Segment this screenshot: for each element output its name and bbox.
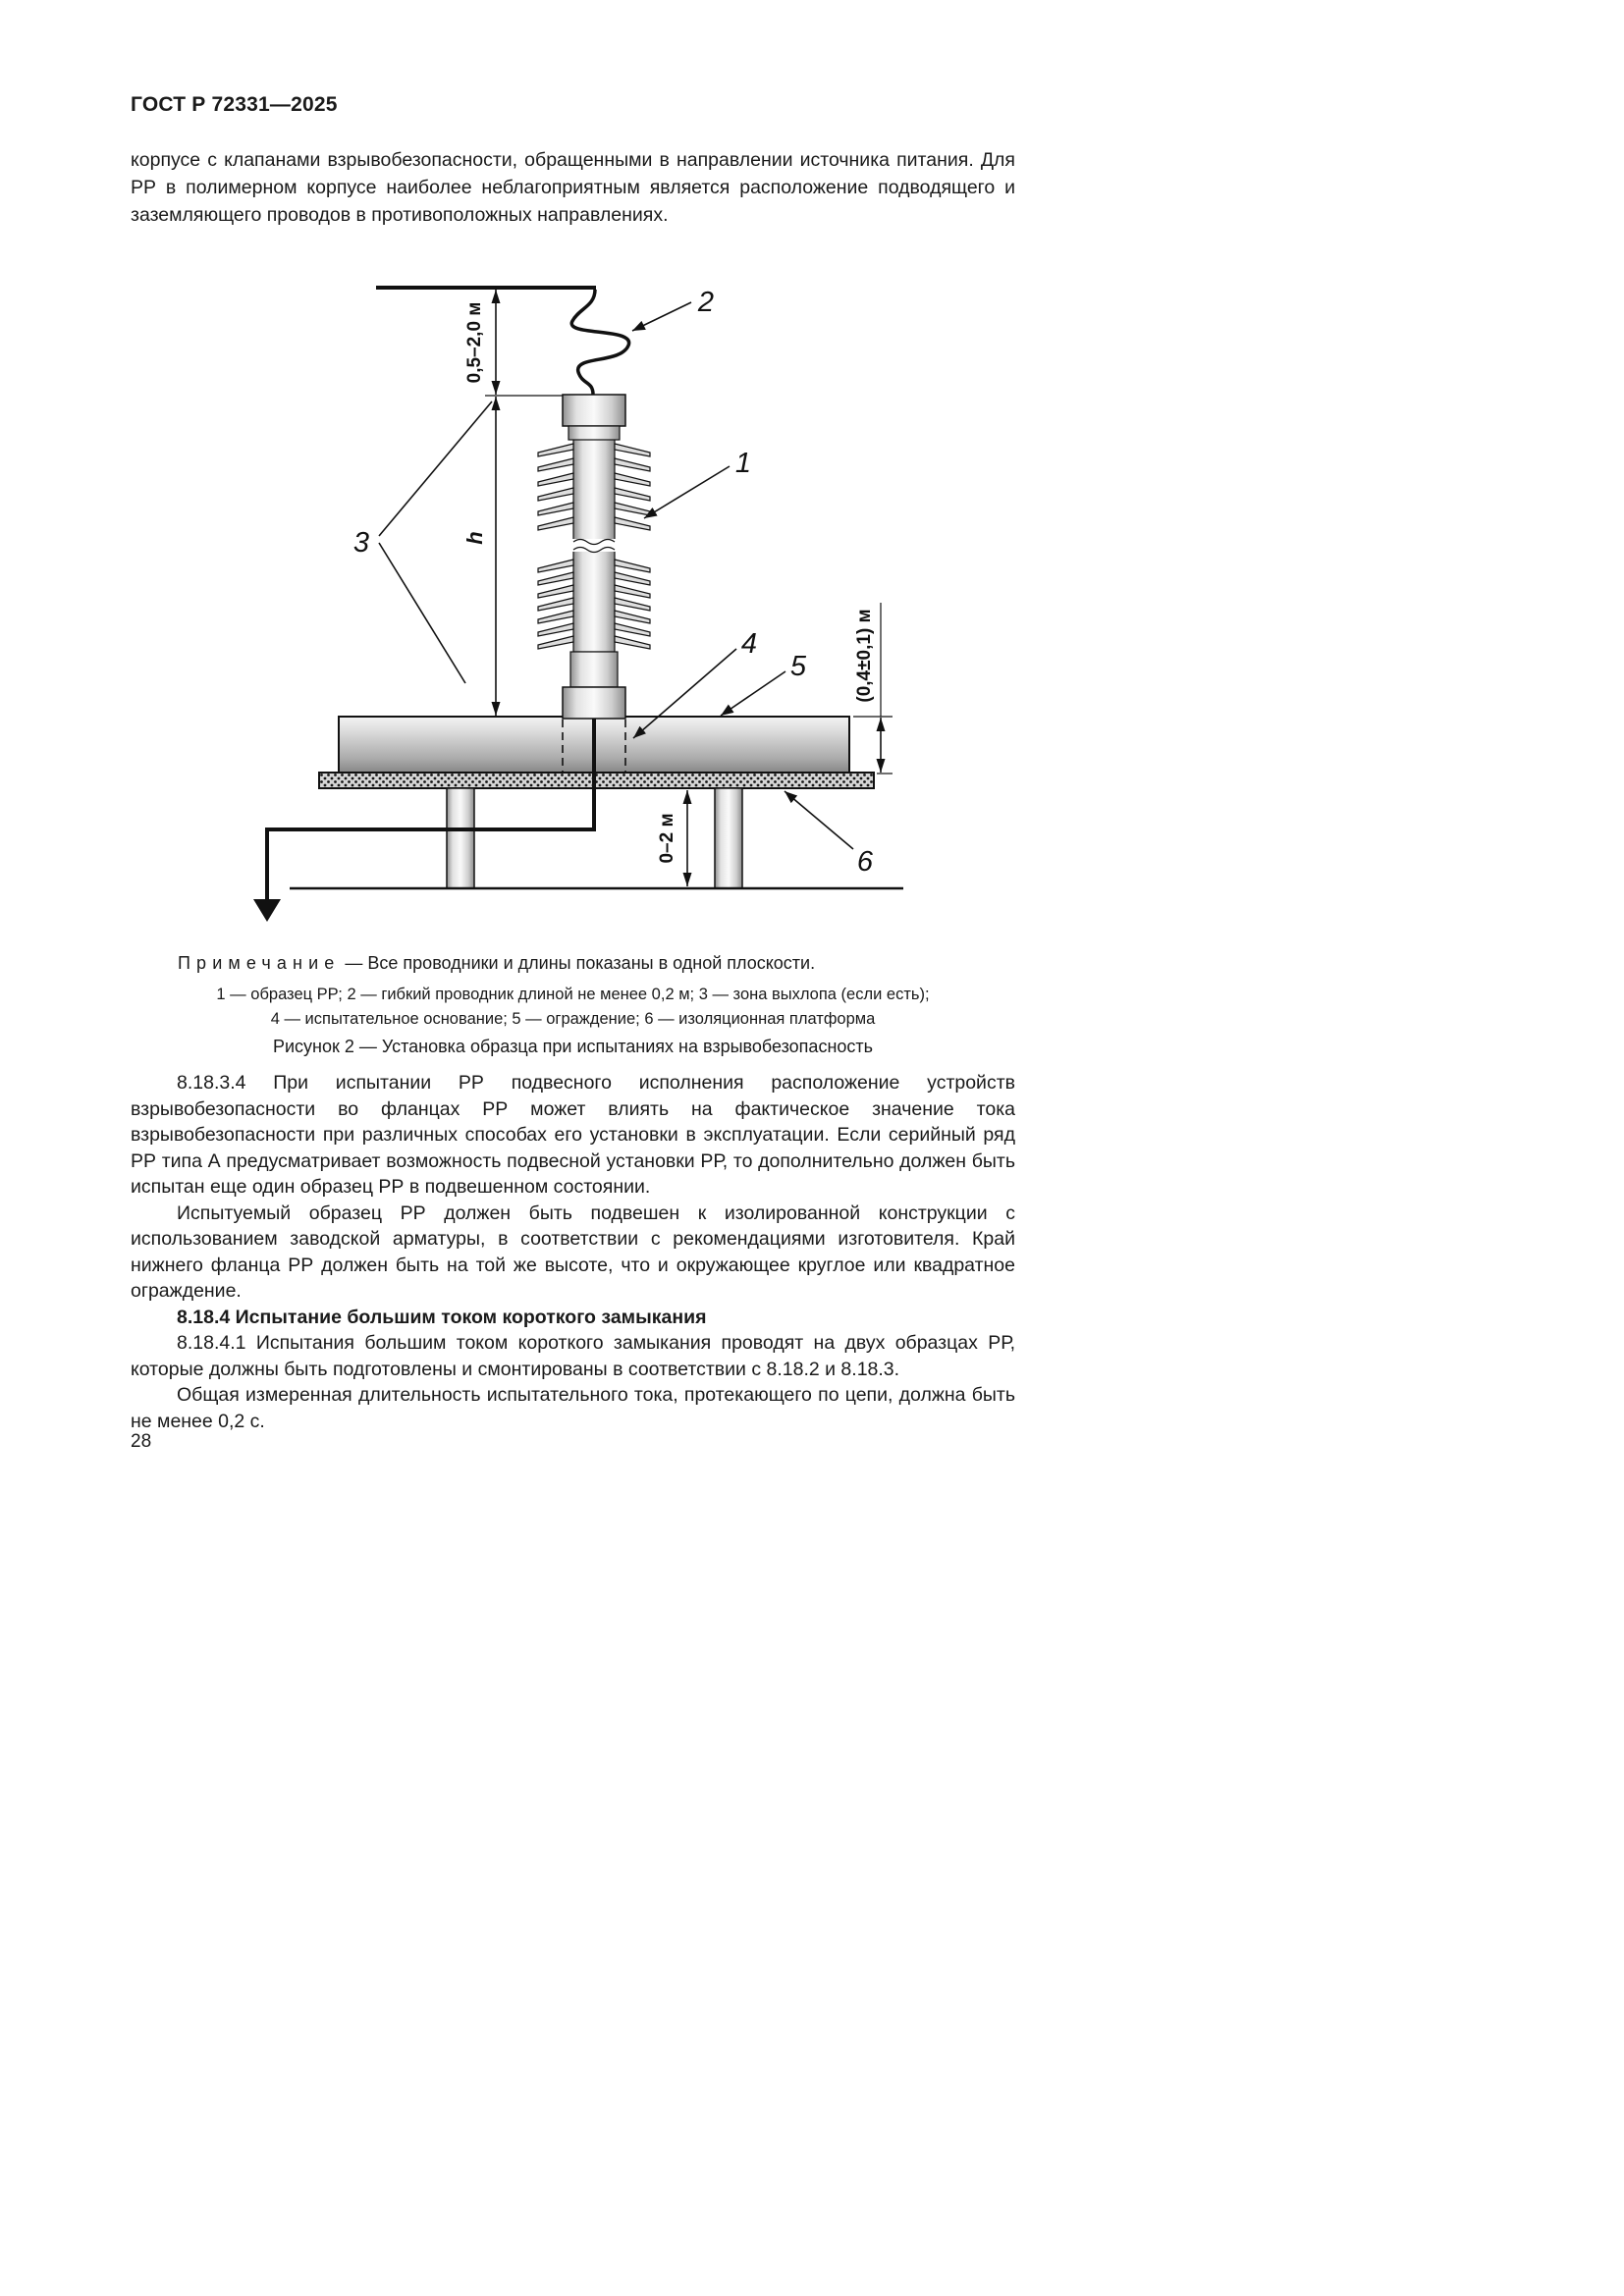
callout-3: 3	[353, 400, 493, 684]
arrester-bottom-flange	[562, 686, 626, 720]
legend-line-1: 1 — образец РР; 2 — гибкий проводник дли…	[216, 986, 930, 1003]
callout-label: 1	[735, 448, 751, 479]
document-header: ГОСТ Р 72331—2025	[131, 93, 338, 116]
arrester-top-flange	[568, 425, 621, 441]
arrester-sample	[537, 394, 651, 720]
legend-line-2: 4 — испытательное основание; 5 — огражде…	[270, 1010, 876, 1028]
arrester-top-cap	[562, 394, 626, 427]
callout-1: 1	[643, 448, 751, 519]
dimension-platform-height: 0–2 м	[657, 790, 692, 886]
note-label: Примечание	[178, 953, 341, 973]
intro-paragraph: корпусе с клапанами взрывобезопасности, …	[131, 149, 1015, 226]
heading-8-18-4: 8.18.4 Испытание большим током короткого…	[177, 1306, 707, 1328]
figure-2: 0,5–2,0 м h 0–2 м	[244, 267, 921, 954]
callout-5: 5	[720, 651, 807, 717]
callout-2: 2	[631, 287, 714, 332]
callout-label: 4	[741, 628, 757, 660]
leader-line	[631, 301, 692, 332]
figure-caption: Рисунок 2 — Установка образца при испыта…	[272, 1037, 874, 1056]
paragraph-duration: Общая измеренная длительность испытатель…	[131, 1384, 1015, 1432]
flexible-conductor	[569, 289, 631, 396]
earth-symbol	[253, 899, 281, 922]
leader-line	[643, 465, 731, 519]
figure-note: Примечание — Все проводники и длины пока…	[178, 953, 1032, 974]
support-leg-left	[446, 787, 475, 889]
callout-label: 6	[857, 846, 874, 878]
dimension-conductor-length: 0,5–2,0 м	[464, 290, 563, 397]
callout-4: 4	[632, 628, 757, 739]
callout-label: 2	[697, 287, 714, 318]
support-leg-right	[714, 787, 743, 889]
leader-line	[378, 542, 466, 684]
leader-line	[378, 400, 493, 537]
dimension-label: 0,5–2,0 м	[464, 302, 485, 384]
body-text: 8.18.3.4 При испытании РР подвесного исп…	[131, 1070, 1015, 1434]
dimension-label: h	[462, 531, 487, 544]
core-break-line	[572, 538, 616, 546]
core-break-mask	[571, 539, 617, 552]
core-break-line	[572, 546, 616, 554]
dimension-label: (0,4±0,1) м	[854, 609, 875, 702]
callout-6: 6	[784, 790, 874, 878]
paragraph-suspended-sample: Испытуемый образец РР должен быть подвеш…	[131, 1201, 1015, 1303]
dimension-label: 0–2 м	[657, 813, 677, 863]
note-text: — Все проводники и длины показаны в одно…	[345, 953, 816, 973]
dimension-h: h	[462, 397, 501, 716]
arrester-bottom-fitting	[569, 651, 619, 688]
insulating-platform	[318, 772, 875, 789]
page-number: 28	[131, 1431, 152, 1452]
paragraph-8-18-3-4: 8.18.3.4 При испытании РР подвесного исп…	[131, 1072, 1015, 1198]
callout-label: 5	[790, 651, 807, 682]
earth-conductor	[265, 719, 596, 899]
figure-legend: 1 — образец РР; 2 — гибкий проводник дли…	[131, 983, 1015, 1032]
leader-line	[632, 648, 737, 739]
dimension-fence-height: (0,4±0,1) м	[853, 603, 893, 774]
paragraph-8-18-4-1: 8.18.4.1 Испытания большим током коротко…	[131, 1332, 1015, 1380]
explosion-test-setup-diagram: 0,5–2,0 м h 0–2 м	[253, 286, 903, 922]
leader-line	[784, 790, 854, 850]
leader-line	[720, 670, 786, 717]
callout-label: 3	[353, 527, 369, 559]
